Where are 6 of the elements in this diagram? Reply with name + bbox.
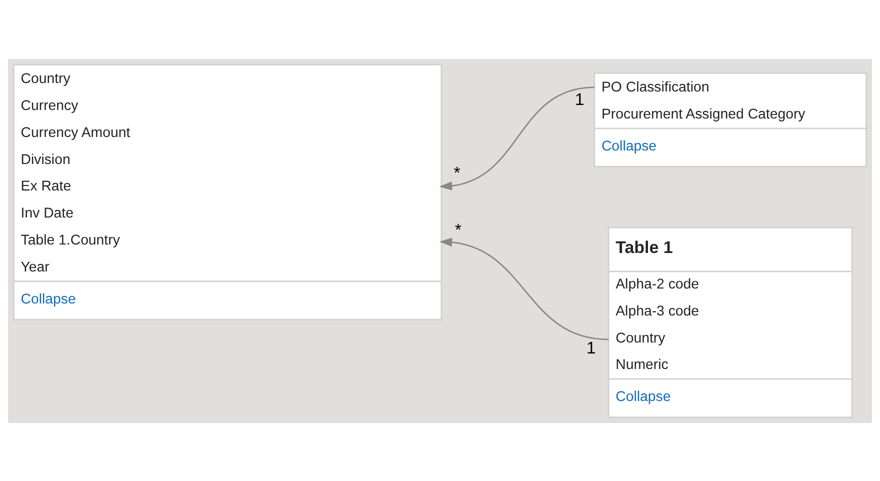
arrow [439, 237, 609, 340]
node-label: 1 [586, 338, 596, 357]
node-label: * [454, 163, 460, 182]
node-label: 1 [574, 89, 584, 108]
arrow [439, 86, 594, 190]
node-label: * [454, 220, 462, 240]
